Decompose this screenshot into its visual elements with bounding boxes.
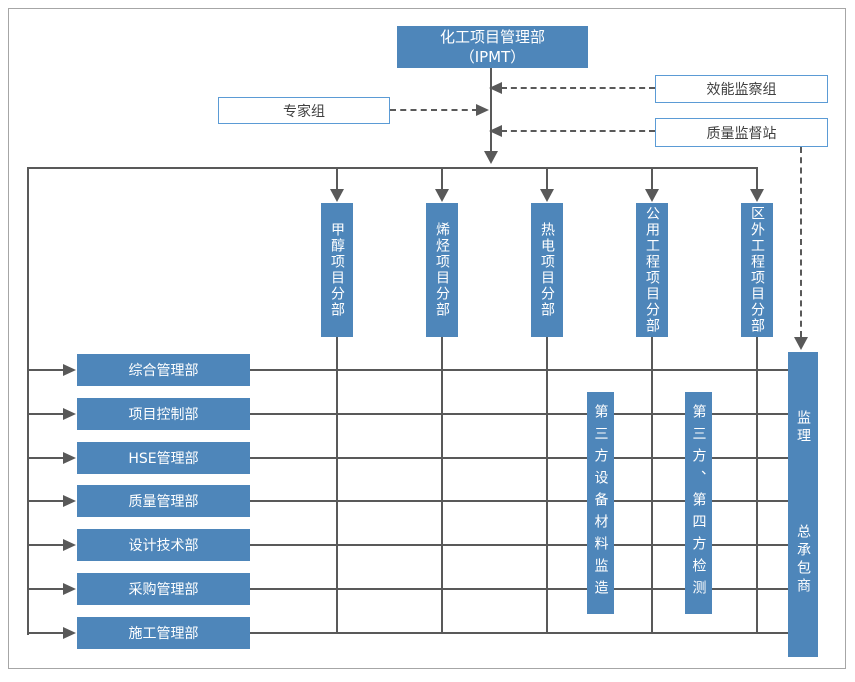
connector-expert-dashed — [390, 109, 478, 111]
connector-division-tail — [441, 337, 443, 634]
division-label: 区外工程项目分部 — [749, 206, 765, 334]
connector-division-tail — [756, 337, 758, 634]
connector-division-drop — [441, 168, 443, 191]
general-contractor-label: 总承包商 — [795, 524, 811, 596]
efficiency-group-label: 效能监察组 — [706, 82, 777, 98]
dept-label: 施工管理部 — [128, 626, 199, 642]
connector-dept-row — [250, 457, 790, 459]
connector-division-drop — [546, 168, 548, 191]
arrowhead-down-icon — [330, 189, 344, 202]
division-label: 甲醇项目分部 — [329, 222, 345, 318]
connector-dept-stub — [27, 632, 64, 634]
arrowhead-left-icon — [489, 82, 502, 94]
dept-box-design-tech: 设计技术部 — [77, 529, 250, 561]
connector-division-tail — [546, 337, 548, 634]
third-party-label: 第三方设备材料监造 — [592, 404, 609, 602]
connector-dept-stub — [27, 457, 64, 459]
connector-dept-stub — [27, 500, 64, 502]
arrowhead-down-icon — [750, 189, 764, 202]
connector-dept-row — [250, 588, 790, 590]
division-label: 热电项目分部 — [539, 222, 555, 318]
dept-box-procurement: 采购管理部 — [77, 573, 250, 605]
third-party-label: 第三方、第四方检测 — [690, 404, 707, 602]
dept-box-general-admin: 综合管理部 — [77, 354, 250, 386]
ipmt-box: 化工项目管理部 （IPMT） — [397, 26, 588, 68]
connector-dept-stub — [27, 413, 64, 415]
arrowhead-down-icon — [435, 189, 449, 202]
arrowhead-right-icon — [63, 495, 76, 507]
connector-dept-stub — [27, 588, 64, 590]
arrowhead-right-icon — [63, 364, 76, 376]
connector-quality-dashed — [501, 130, 655, 132]
arrowhead-right-icon — [63, 627, 76, 639]
third-party-supervision-box: 第三方设备材料监造 — [587, 392, 614, 614]
page-border — [8, 8, 846, 669]
connector-efficiency-dashed — [501, 87, 655, 89]
dept-box-quality: 质量管理部 — [77, 485, 250, 517]
arrowhead-down-icon — [645, 189, 659, 202]
division-box-thermal-power: 热电项目分部 — [531, 203, 563, 337]
supervisor-label: 监理 — [795, 410, 811, 446]
dept-label: 设计技术部 — [128, 538, 199, 554]
dept-label: 综合管理部 — [128, 363, 199, 379]
expert-group-box: 专家组 — [218, 97, 390, 124]
ipmt-title-line1: 化工项目管理部 — [439, 27, 545, 46]
connector-division-tail — [336, 337, 338, 634]
connector-dept-row — [250, 500, 790, 502]
arrowhead-down-icon — [540, 189, 554, 202]
division-box-outside-area: 区外工程项目分部 — [741, 203, 773, 337]
quality-station-label: 质量监督站 — [706, 125, 777, 142]
division-box-olefin: 烯烃项目分部 — [426, 203, 458, 337]
connector-division-tail — [651, 337, 653, 634]
connector-dept-stub — [27, 544, 64, 546]
connector-dept-row — [250, 369, 790, 371]
connector-main-horizontal — [27, 167, 758, 169]
connector-ipmt-down — [490, 68, 492, 153]
connector-division-drop — [756, 168, 758, 191]
arrowhead-down-icon — [794, 337, 808, 350]
arrowhead-down-icon — [484, 151, 498, 164]
connector-division-drop — [336, 168, 338, 191]
connector-dept-stub — [27, 369, 64, 371]
connector-dept-row — [250, 544, 790, 546]
ipmt-title-line2: （IPMT） — [459, 48, 526, 66]
division-label: 烯烃项目分部 — [434, 222, 450, 318]
dept-box-project-control: 项目控制部 — [77, 398, 250, 430]
connector-division-drop — [651, 168, 653, 191]
division-box-methanol: 甲醇项目分部 — [321, 203, 353, 337]
dept-label: 采购管理部 — [128, 582, 199, 598]
efficiency-group-box: 效能监察组 — [655, 75, 828, 103]
third-party-inspection-box: 第三方、第四方检测 — [685, 392, 712, 614]
arrowhead-right-icon — [63, 583, 76, 595]
arrowhead-left-icon — [489, 125, 502, 137]
dept-box-construction: 施工管理部 — [77, 617, 250, 649]
arrowhead-right-icon — [63, 452, 76, 464]
dept-box-hse: HSE管理部 — [77, 442, 250, 474]
connector-dept-row — [250, 632, 790, 634]
division-box-utilities: 公用工程项目分部 — [636, 203, 668, 337]
arrowhead-right-icon — [476, 104, 489, 116]
expert-group-label: 专家组 — [283, 103, 325, 120]
arrowhead-right-icon — [63, 539, 76, 551]
connector-quality-to-supervisor-dashed — [800, 147, 802, 337]
supervisor-contractor-box: 监理 总承包商 — [788, 352, 818, 657]
division-label: 公用工程项目分部 — [644, 206, 660, 334]
connector-dept-row — [250, 413, 790, 415]
arrowhead-right-icon — [63, 408, 76, 420]
dept-label: HSE管理部 — [128, 451, 199, 467]
dept-label: 质量管理部 — [128, 494, 199, 510]
connector-left-vertical — [27, 167, 29, 635]
quality-station-box: 质量监督站 — [655, 118, 828, 147]
dept-label: 项目控制部 — [128, 407, 199, 423]
